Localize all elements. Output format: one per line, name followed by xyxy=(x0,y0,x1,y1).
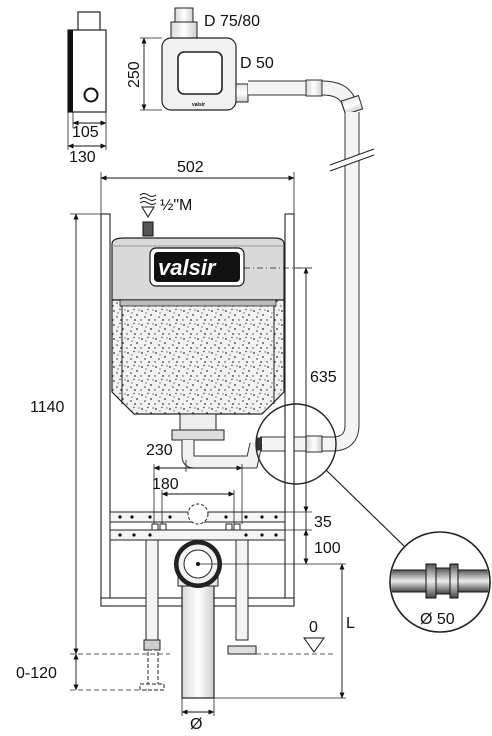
vent-pipe xyxy=(248,79,376,453)
water-inlet: ½"M xyxy=(139,193,192,237)
right-dimensions: 635 35 100 L 0 xyxy=(214,267,355,699)
pipe-spacing-b-label: 180 xyxy=(152,476,179,493)
height-dimensions: 1140 0-120 xyxy=(16,213,170,691)
water-inlet-label: ½"M xyxy=(160,197,192,214)
length-label: L xyxy=(346,615,355,632)
depth-inner-label: 105 xyxy=(72,124,99,141)
outlet-top-label: D 75/80 xyxy=(204,13,260,30)
svg-text:valsir: valsir xyxy=(192,102,205,108)
flush-box-view: valsir 250 D 75/80 D 50 xyxy=(126,7,274,111)
depth-outer-label: 130 xyxy=(69,149,96,166)
width-label: 502 xyxy=(177,159,204,176)
drain-diameter-label: Ø xyxy=(190,716,202,731)
total-height-label: 1140 xyxy=(30,399,65,416)
rail-gap-label: 35 xyxy=(314,514,332,531)
width-dimension: 502 xyxy=(100,159,295,214)
flush-height-label: 250 xyxy=(126,61,143,88)
drain-height-label: 100 xyxy=(314,540,341,557)
detail-diameter-label: Ø 50 xyxy=(420,611,455,628)
cistern-height-label: 635 xyxy=(310,369,337,386)
brand-logo: valsir xyxy=(158,255,217,280)
cross-bars xyxy=(109,503,286,541)
drain-assembly xyxy=(139,539,346,699)
detail-callout: Ø 50 xyxy=(255,403,491,633)
cistern: valsir xyxy=(111,237,312,469)
outlet-side-label: D 50 xyxy=(240,55,274,72)
spacing-dimensions: 230 180 xyxy=(146,442,243,524)
side-view: 105 130 xyxy=(67,11,107,166)
foot-adjust-label: 0-120 xyxy=(16,665,57,682)
floor-level-label: 0 xyxy=(309,619,318,636)
drain-diameter-dimension: Ø xyxy=(181,698,215,733)
pipe-spacing-a-label: 230 xyxy=(146,442,173,459)
